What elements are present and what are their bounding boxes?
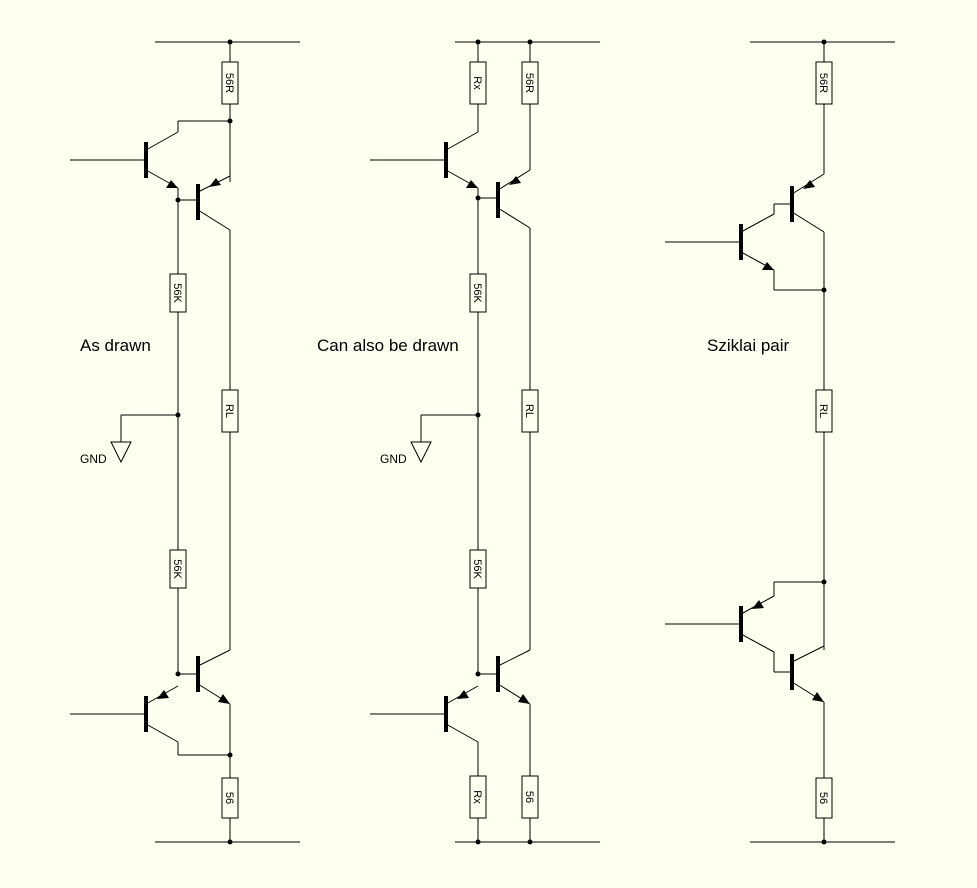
resistor-label: 56K — [171, 283, 183, 303]
resistor-label: 56K — [471, 559, 483, 579]
emitter-arrow — [209, 178, 221, 187]
emitter-arrow — [752, 600, 764, 609]
resistor-label: Rx — [471, 790, 483, 804]
emitter-arrow — [166, 180, 178, 188]
transistor-q4-pnp — [370, 685, 479, 776]
emitter-arrow — [218, 694, 230, 704]
junction-dot — [475, 671, 481, 677]
resistor-label: 56R — [817, 73, 829, 93]
caption-sziklai-pair: Sziklai pair — [707, 336, 790, 355]
resistor-56K-lower: 56K — [169, 549, 187, 589]
junction-dot — [227, 752, 233, 758]
caption-can-also-be-drawn: Can also be drawn — [317, 336, 459, 355]
emitter-arrow — [518, 694, 530, 704]
circuit-can-also-be-drawn: Rx 56R — [317, 39, 600, 845]
resistor-56K-upper: 56K — [469, 273, 487, 313]
caption-as-drawn: As drawn — [80, 336, 151, 355]
emitter-arrow — [812, 692, 824, 702]
resistor-Rx-bottom: Rx — [469, 775, 487, 819]
ground-symbol: GND — [380, 414, 478, 466]
resistor-56R: 56R — [815, 61, 833, 105]
resistor-label: 56 — [223, 792, 235, 804]
circuit-sziklai-pair: 56R RL — [665, 39, 895, 845]
transistor-lower-npn — [790, 645, 825, 778]
transistor-upper-npn — [665, 204, 824, 291]
resistor-56: 56 — [521, 775, 539, 819]
transistor-upper-pnp — [774, 173, 825, 390]
emitter-arrow — [762, 262, 774, 270]
transistor-q1-npn — [370, 131, 479, 198]
resistor-label: RL — [817, 404, 829, 418]
emitter-arrow — [457, 690, 469, 699]
resistor-RL: RL — [221, 389, 239, 433]
resistor-56: 56 — [221, 777, 239, 819]
ground-symbol: GND — [80, 414, 178, 466]
resistor-56R: 56R — [521, 61, 539, 105]
junction-dot — [175, 671, 181, 677]
resistor-label: 56R — [223, 73, 235, 93]
resistor-label: 56K — [171, 559, 183, 579]
ground-label: GND — [380, 452, 407, 466]
resistor-RL: RL — [521, 389, 539, 433]
transistor-q2-pnp — [475, 169, 531, 650]
transistor-q2-pnp — [175, 175, 231, 650]
transistor-q1-npn — [70, 120, 230, 200]
resistor-56: 56 — [815, 777, 833, 819]
resistor-56K-upper: 56K — [169, 273, 187, 313]
resistor-label: 56K — [471, 283, 483, 303]
transistor-q4-pnp — [70, 685, 230, 756]
resistor-label: 56 — [523, 791, 535, 803]
emitter-arrow — [157, 690, 169, 699]
circuit-as-drawn: 56R 56K — [70, 39, 300, 845]
emitter-arrow — [509, 176, 521, 185]
resistor-label: 56 — [817, 792, 829, 804]
resistor-RL: RL — [815, 389, 833, 433]
resistor-label: RL — [223, 404, 235, 418]
transistor-lower-pnp — [665, 581, 824, 673]
resistor-label: 56R — [523, 73, 535, 93]
resistor-56K-lower: 56K — [469, 549, 487, 589]
ground-label: GND — [80, 452, 107, 466]
transistor-q3-npn — [475, 649, 531, 776]
transistor-q3-npn — [175, 649, 231, 778]
resistor-label: RL — [523, 404, 535, 418]
emitter-arrow — [466, 180, 478, 188]
resistor-label: Rx — [471, 76, 483, 90]
resistor-56R: 56R — [221, 61, 239, 105]
resistor-Rx-top: Rx — [469, 61, 487, 105]
emitter-arrow — [803, 180, 815, 189]
